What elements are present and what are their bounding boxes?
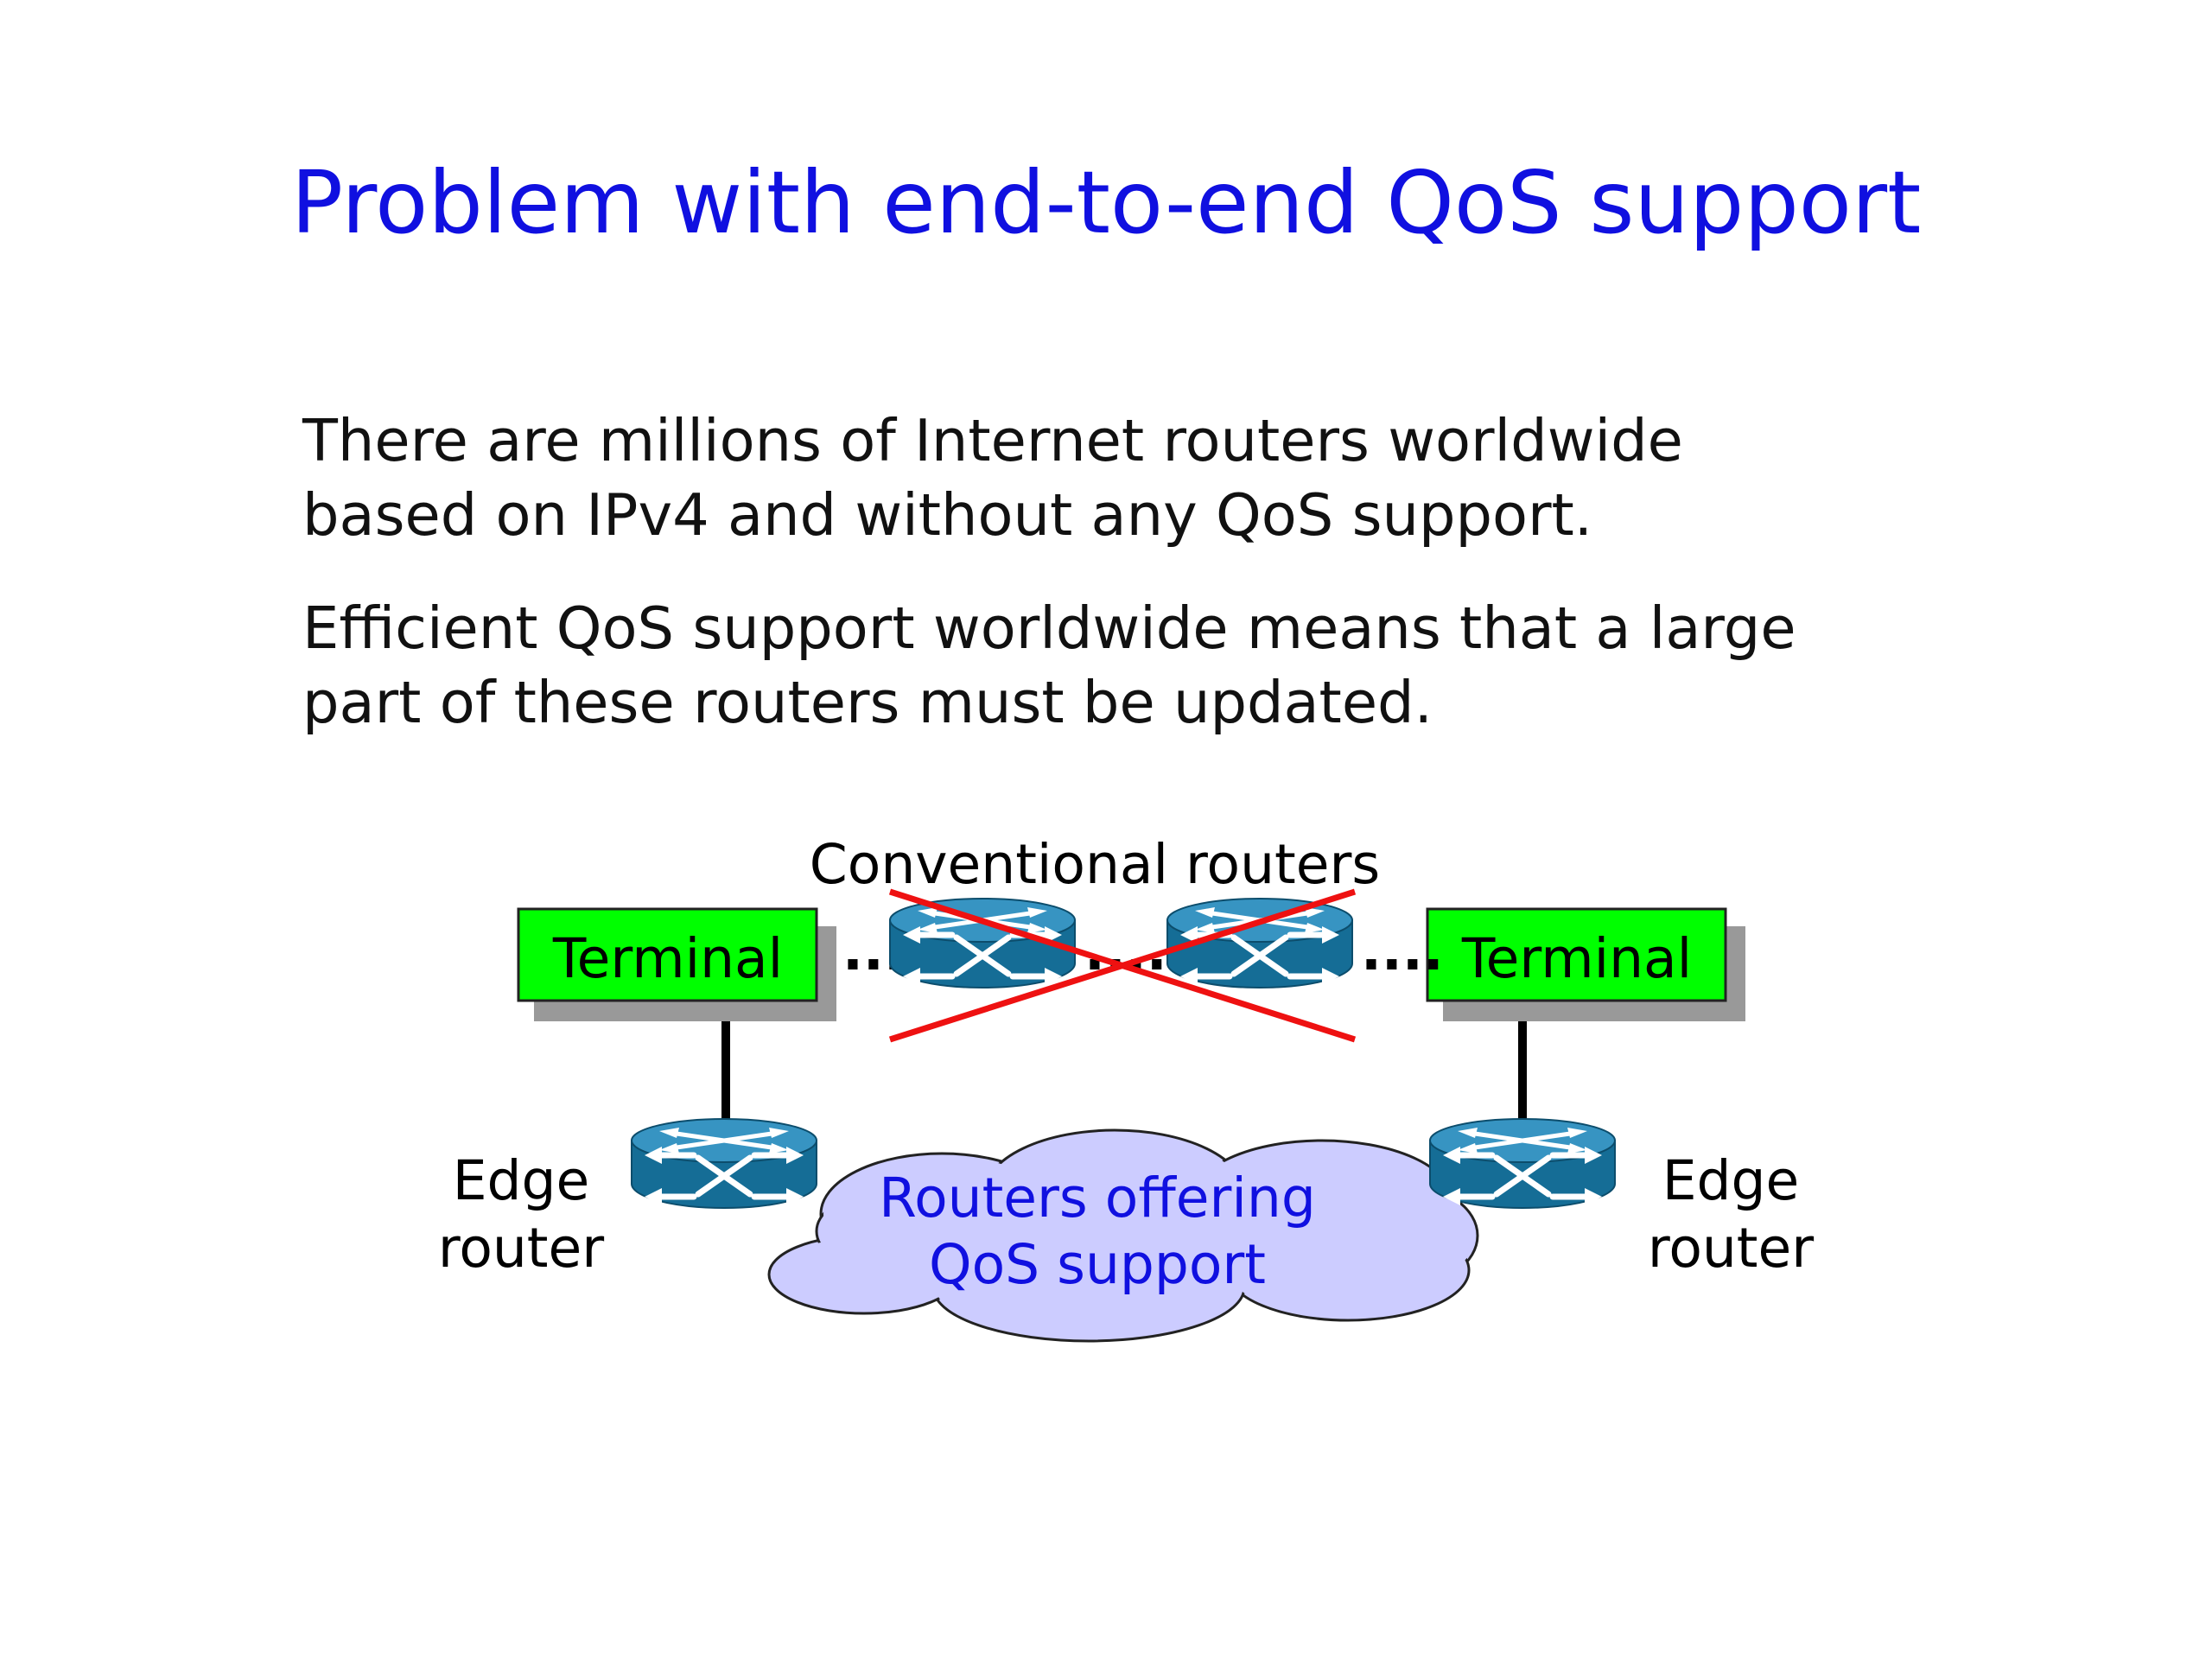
paragraph-routers: There are millions of Internet routers w… [302,404,1683,552]
router-icon [1430,1119,1615,1208]
edge-router-left-label: Edge [453,1149,590,1212]
slide-title: Problem with end-to-end QoS support [290,152,1922,253]
edge-router-right-label: router [1648,1217,1814,1280]
router-icon [632,1119,817,1208]
terminal-left: Terminal [517,907,836,1021]
dotted-link-right: .... [1361,919,1444,982]
terminal-left-label: Terminal [552,927,783,990]
terminal-right: Terminal [1426,907,1745,1021]
terminal-right-label: Terminal [1461,927,1692,990]
conventional-routers-label: Conventional routers [810,833,1380,896]
qos-cloud: Routers offering QoS support [767,1128,1479,1343]
edge-router-left-label: router [438,1217,604,1280]
cross-out-icon [888,888,1357,1043]
paragraph-line: based on IPv4 and without any QoS suppor… [302,481,1593,549]
cloud-label-line: Routers offering [879,1166,1316,1230]
paragraph-line: Efficient QoS support worldwide means th… [302,594,1796,662]
paragraph-line: part of these routers must be updated. [302,669,1433,736]
paragraph-update: Efficient QoS support worldwide means th… [302,591,1796,740]
edge-router-right-label: Edge [1662,1149,1800,1212]
paragraph-line: There are millions of Internet routers w… [302,407,1683,474]
cloud-label-line: QoS support [929,1233,1266,1296]
